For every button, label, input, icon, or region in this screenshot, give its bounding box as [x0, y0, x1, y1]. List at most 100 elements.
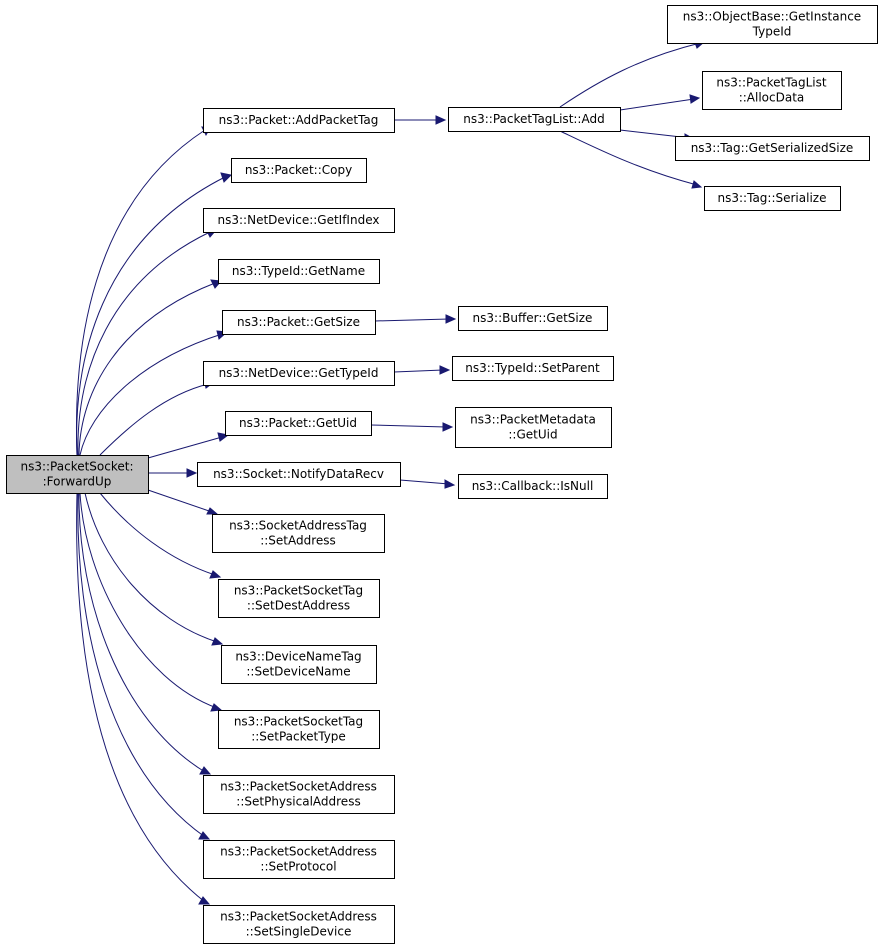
- edge-packet-tag-list-add-to-tag-serialize: [559, 130, 703, 189]
- node-label: ns3::PacketSocket:: [20, 460, 133, 474]
- node-packet-tag-list-add[interactable]: ns3::PacketTagList::Add: [448, 107, 621, 132]
- node-box: [448, 107, 621, 132]
- edge-line: [619, 98, 695, 111]
- edge-packet-get-uid-to-packet-metadata-get-uid: [370, 422, 454, 432]
- edge-forwardup-to-packet-socket-tag-set-dest-address: [99, 492, 222, 579]
- node-label: ns3::Packet::AddPacketTag: [219, 113, 379, 127]
- node-label: ns3::Callback::IsNull: [472, 479, 594, 493]
- node-psa-set-single-device[interactable]: ns3::PacketSocketAddress::SetSingleDevic…: [203, 905, 395, 944]
- arrowhead-icon: [435, 115, 447, 125]
- edge-line: [370, 424, 447, 428]
- node-label: :ForwardUp: [43, 475, 112, 489]
- node-label: ns3::Socket::NotifyDataRecv: [213, 467, 384, 481]
- node-box: [203, 108, 395, 133]
- edge-line: [147, 489, 213, 513]
- node-label: ns3::Packet::GetSize: [237, 315, 360, 329]
- node-device-name-tag-set-device-name[interactable]: ns3::DeviceNameTag::SetDeviceName: [221, 645, 377, 684]
- node-packet-tag-list-alloc-data[interactable]: ns3::PacketTagList::AllocData: [702, 71, 842, 110]
- node-psa-set-physical-address[interactable]: ns3::PacketSocketAddress::SetPhysicalAdd…: [203, 775, 395, 814]
- node-packet-copy[interactable]: ns3::Packet::Copy: [231, 158, 367, 183]
- node-label: ns3::TypeId::GetName: [232, 264, 365, 278]
- edge-line: [79, 492, 218, 709]
- edge-line: [77, 231, 211, 456]
- node-label: ::SetAddress: [260, 534, 336, 548]
- arrowhead-icon: [198, 896, 211, 905]
- node-typeid-get-name[interactable]: ns3::TypeId::GetName: [218, 259, 380, 284]
- node-label: ns3::PacketTagList::Add: [463, 112, 604, 126]
- node-label: ns3::PacketSocketAddress: [220, 845, 377, 859]
- node-label: ns3::Packet::Copy: [245, 163, 352, 177]
- node-socket-address-tag-set-address[interactable]: ns3::SocketAddressTag::SetAddress: [212, 514, 385, 553]
- node-label: ns3::NetDevice::GetIfIndex: [218, 213, 380, 227]
- edge-packet-tag-list-add-to-object-base-get-instance-typeid: [559, 39, 706, 108]
- node-label: ns3::DeviceNameTag: [235, 650, 361, 664]
- node-box: [6, 455, 149, 494]
- edge-forwardup-to-add-packet-tag: [76, 126, 211, 456]
- node-packet-metadata-get-uid[interactable]: ns3::PacketMetadata::GetUid: [455, 407, 612, 448]
- node-label: ::SetSingleDevice: [246, 925, 352, 939]
- arrowhead-icon: [198, 831, 211, 840]
- edge-line: [147, 436, 223, 459]
- node-box: [455, 407, 612, 448]
- node-tag-serialize[interactable]: ns3::Tag::Serialize: [704, 186, 841, 211]
- node-tag-get-serialized-size[interactable]: ns3::Tag::GetSerializedSize: [675, 136, 870, 161]
- arrowhead-icon: [186, 468, 198, 478]
- arrowhead-icon: [220, 172, 233, 183]
- node-box: [218, 259, 380, 284]
- node-typeid-set-parent[interactable]: ns3::TypeId::SetParent: [452, 356, 614, 381]
- node-label: ::SetDestAddress: [247, 599, 350, 613]
- node-box: [197, 462, 401, 487]
- node-packet-get-size[interactable]: ns3::Packet::GetSize: [222, 310, 376, 335]
- arrowhead-icon: [206, 507, 219, 515]
- arrowhead-icon: [199, 766, 212, 775]
- arrowhead-icon: [209, 570, 222, 579]
- arrowhead-icon: [439, 365, 451, 375]
- node-box: [458, 306, 608, 331]
- edge-forwardup-to-device-name-tag-set-device-name: [84, 492, 224, 646]
- node-box: [218, 579, 380, 618]
- arrowhead-icon: [442, 422, 454, 432]
- node-forwardup[interactable]: ns3::PacketSocket::ForwardUp: [6, 455, 149, 494]
- node-packet-get-uid[interactable]: ns3::Packet::GetUid: [225, 411, 372, 436]
- node-label: ::SetPhysicalAddress: [236, 795, 360, 809]
- node-notify-data-recv[interactable]: ns3::Socket::NotifyDataRecv: [197, 462, 401, 487]
- edge-forwardup-to-notify-data-recv: [148, 468, 198, 478]
- edge-line: [559, 42, 701, 108]
- node-label: ns3::Packet::GetUid: [239, 416, 357, 430]
- node-packet-socket-tag-set-dest-address[interactable]: ns3::PacketSocketTag::SetDestAddress: [218, 579, 380, 618]
- edge-netdevice-get-typeid-to-typeid-set-parent: [393, 365, 451, 375]
- node-add-packet-tag[interactable]: ns3::Packet::AddPacketTag: [203, 108, 395, 133]
- node-netdevice-get-typeid[interactable]: ns3::NetDevice::GetTypeId: [203, 361, 395, 386]
- edge-line: [99, 383, 209, 456]
- node-packet-socket-tag-set-packet-type[interactable]: ns3::PacketSocketTag::SetPacketType: [218, 710, 380, 749]
- node-box: [221, 645, 377, 684]
- edge-line: [78, 282, 216, 456]
- node-box: [667, 5, 878, 44]
- edge-packet-tag-list-add-to-packet-tag-list-alloc-data: [619, 94, 701, 111]
- edge-add-packet-tag-to-packet-tag-list-add: [394, 115, 447, 125]
- node-box: [203, 905, 395, 944]
- edge-notify-data-recv-to-callback-is-null: [399, 479, 456, 489]
- arrowhead-icon: [445, 314, 457, 324]
- node-label: ::GetUid: [508, 428, 557, 442]
- edge-line: [374, 318, 450, 322]
- node-label: ns3::TypeId::SetParent: [465, 361, 600, 375]
- node-box: [231, 158, 367, 183]
- node-label: ns3::PacketSocketAddress: [220, 780, 377, 794]
- node-box: [203, 840, 395, 879]
- node-get-if-index[interactable]: ns3::NetDevice::GetIfIndex: [203, 208, 395, 233]
- node-box: [212, 514, 385, 553]
- node-label: ::AllocData: [739, 91, 805, 105]
- edge-forwardup-to-get-if-index: [77, 228, 218, 456]
- edge-line: [399, 479, 450, 485]
- node-buffer-get-size[interactable]: ns3::Buffer::GetSize: [458, 306, 608, 331]
- edge-forwardup-to-packet-get-size: [79, 330, 229, 456]
- edge-line: [559, 130, 698, 186]
- node-callback-is-null[interactable]: ns3::Callback::IsNull: [458, 474, 608, 499]
- node-label: ns3::ObjectBase::GetInstance: [683, 10, 861, 24]
- node-psa-set-protocol[interactable]: ns3::PacketSocketAddress::SetProtocol: [203, 840, 395, 879]
- node-box: [222, 310, 376, 335]
- edge-forwardup-to-packet-copy: [76, 172, 233, 456]
- edge-forwardup-to-packet-get-uid: [147, 432, 230, 459]
